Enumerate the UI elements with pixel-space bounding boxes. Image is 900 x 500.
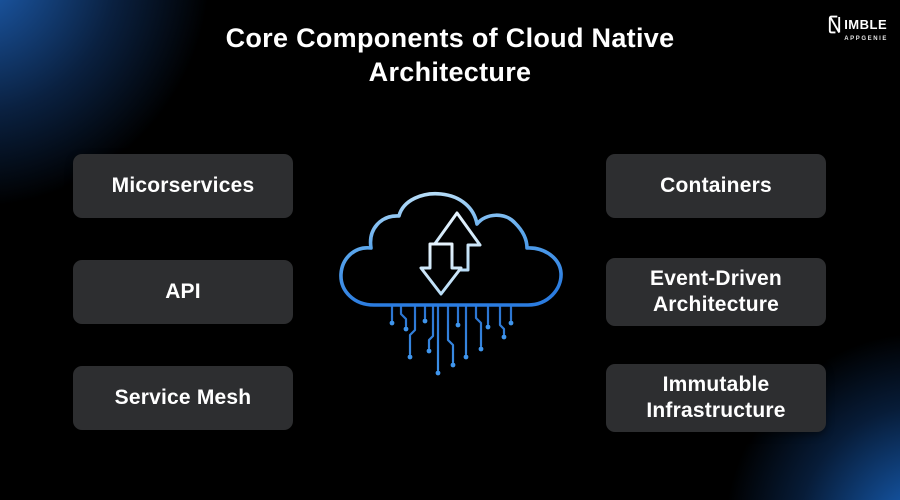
logo-subtitle: APPGENIE (844, 36, 888, 42)
logo-wordmark: IMBLE (844, 17, 888, 32)
circuit-lines (390, 303, 513, 372)
brand-logo: IMBLE APPGENIE (827, 14, 888, 42)
download-arrow-icon (419, 242, 463, 296)
cloud-data-transfer-icon (339, 191, 563, 376)
page-title-line2: Architecture (368, 57, 532, 87)
card-api: API (73, 260, 293, 324)
page-title: Core Components of Cloud Native Architec… (0, 21, 900, 89)
card-event-driven-architecture: Event-Driven Architecture (606, 258, 826, 326)
cloud-outline (339, 191, 563, 307)
card-service-mesh: Service Mesh (73, 366, 293, 430)
page-title-line1: Core Components of Cloud Native (225, 23, 675, 53)
logo-n-icon (829, 15, 841, 34)
card-micorservices: Micorservices (73, 154, 293, 218)
card-containers: Containers (606, 154, 826, 218)
circuit-dots (389, 318, 514, 376)
card-immutable-infrastructure: Immutable Infrastructure (606, 364, 826, 432)
